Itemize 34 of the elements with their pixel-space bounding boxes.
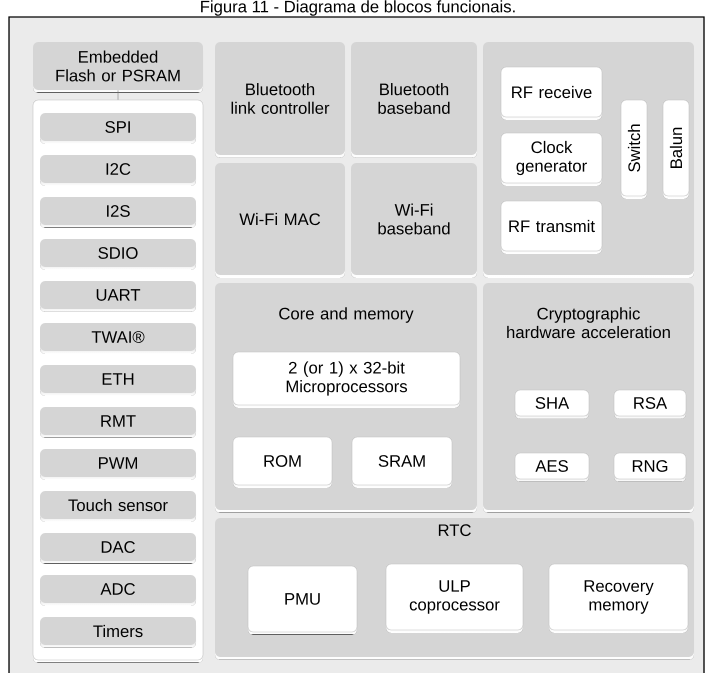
block-box: ULP coprocessor [386,564,524,633]
peripheral-box: SPI [40,113,196,144]
block-box: Wi-Fi baseband [351,163,477,278]
peripheral-box: ADC [40,575,196,606]
peripheral-box: I2S [40,197,196,228]
block-box: Clock generator [500,132,602,186]
block-box: Bluetooth baseband [351,42,477,158]
block-box: RF receive [500,66,602,120]
peripheral-box: Touch sensor [40,491,196,522]
block-box: AES [514,452,590,482]
block-box: Balun [662,100,690,199]
block-box: Recovery memory [548,564,688,633]
peripheral-box: ETH [40,365,196,396]
block-box: Switch [620,100,648,199]
block-box: Wi-Fi MAC [215,163,345,278]
peripheral-box: Timers [40,617,196,648]
block-box: RF transmit [500,200,602,254]
block-box: RSA [614,390,686,419]
peripheral-box: UART [40,281,196,312]
block-box: SRAM [352,436,452,488]
peripheral-box: SDIO [40,239,196,270]
block-box: PMU [248,566,358,635]
block-box: Bluetooth link controller [215,42,345,158]
block-box: 2 (or 1) x 32-bit Microprocessors [232,352,460,408]
block-box: SHA [514,390,590,419]
peripheral-box: RMT [40,407,196,438]
peripheral-box: PWM [40,449,196,480]
title: Figura 11 - Diagrama de blocos funcionais. [201,0,515,16]
block-box: ROM [232,436,332,488]
memory-box: Embedded Flash or PSRAM [33,42,203,93]
peripheral-box: I2C [40,155,196,186]
block-box: RNG [614,452,686,482]
peripheral-box: TWAI® [40,323,196,354]
peripheral-box: DAC [40,533,196,564]
